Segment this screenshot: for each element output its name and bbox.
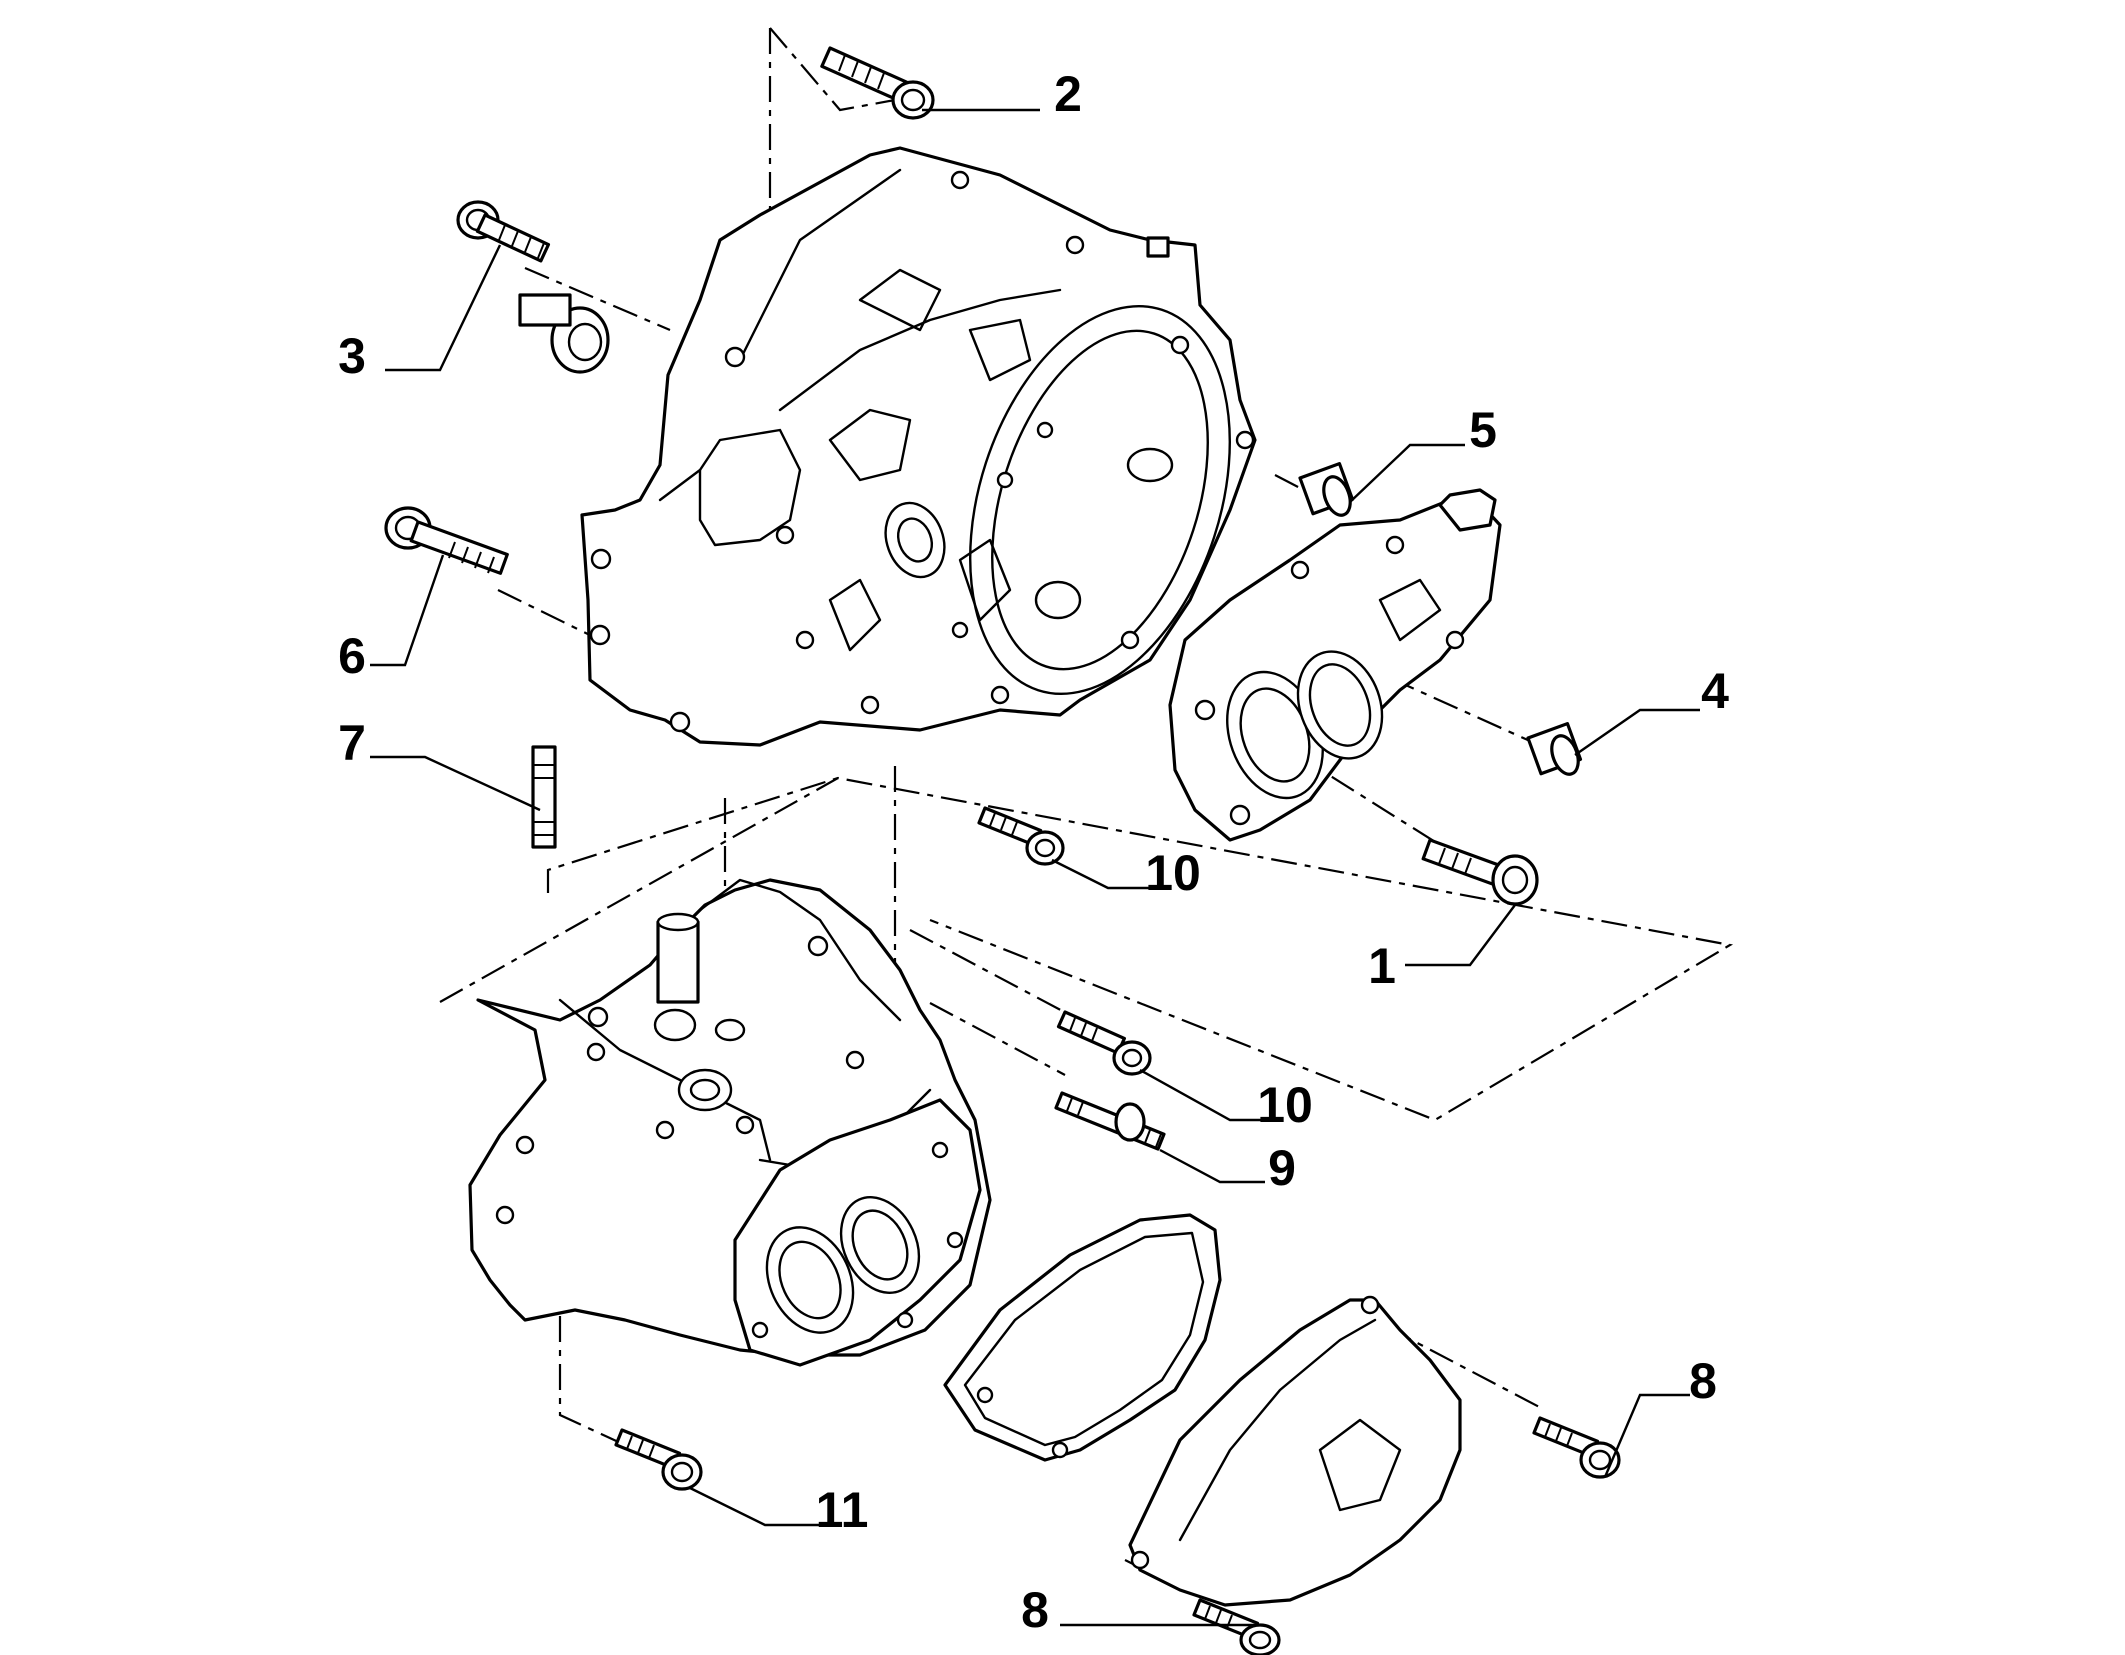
callout-2: 2 [1054, 66, 1082, 122]
gasket [943, 1213, 1222, 1462]
stud-7 [531, 745, 557, 849]
lower-transmission-case [468, 878, 992, 1367]
callout-5: 5 [1469, 402, 1497, 458]
callout-6: 6 [338, 628, 366, 684]
bolt-8-bottom [1192, 1598, 1281, 1655]
stud-9 [1054, 1091, 1166, 1151]
callout-7: 7 [338, 715, 366, 771]
callout-3: 3 [338, 328, 366, 384]
bolt-6 [384, 506, 509, 575]
bolt-10-lower [1056, 1010, 1152, 1076]
callout-10-upper: 10 [1145, 845, 1201, 901]
callout-8-right: 8 [1689, 1353, 1717, 1409]
selector-cover [1168, 488, 1502, 842]
bearing-seal [518, 293, 610, 374]
bolt-8-right [1532, 1416, 1621, 1479]
callout-10-lower: 10 [1257, 1077, 1313, 1133]
bolt-2 [820, 46, 935, 120]
callout-9: 9 [1268, 1140, 1296, 1196]
bushing-4 [1526, 722, 1583, 776]
callout-1: 1 [1368, 938, 1396, 994]
leader-lines [370, 108, 1700, 1627]
callout-labels: 1 2 3 4 5 6 7 8 8 9 10 10 11 [338, 66, 1729, 1638]
callout-11: 11 [816, 1482, 869, 1538]
upper-transmission-case [580, 146, 1257, 747]
callout-8-bottom: 8 [1021, 1582, 1049, 1638]
bolt-11 [614, 1428, 703, 1491]
callout-4: 4 [1701, 663, 1729, 719]
bolt-3 [456, 200, 551, 263]
bolt-1 [1421, 838, 1539, 906]
bolt-10-upper [977, 806, 1065, 866]
rear-cover [1128, 1295, 1462, 1607]
bushing-5 [1298, 462, 1355, 517]
